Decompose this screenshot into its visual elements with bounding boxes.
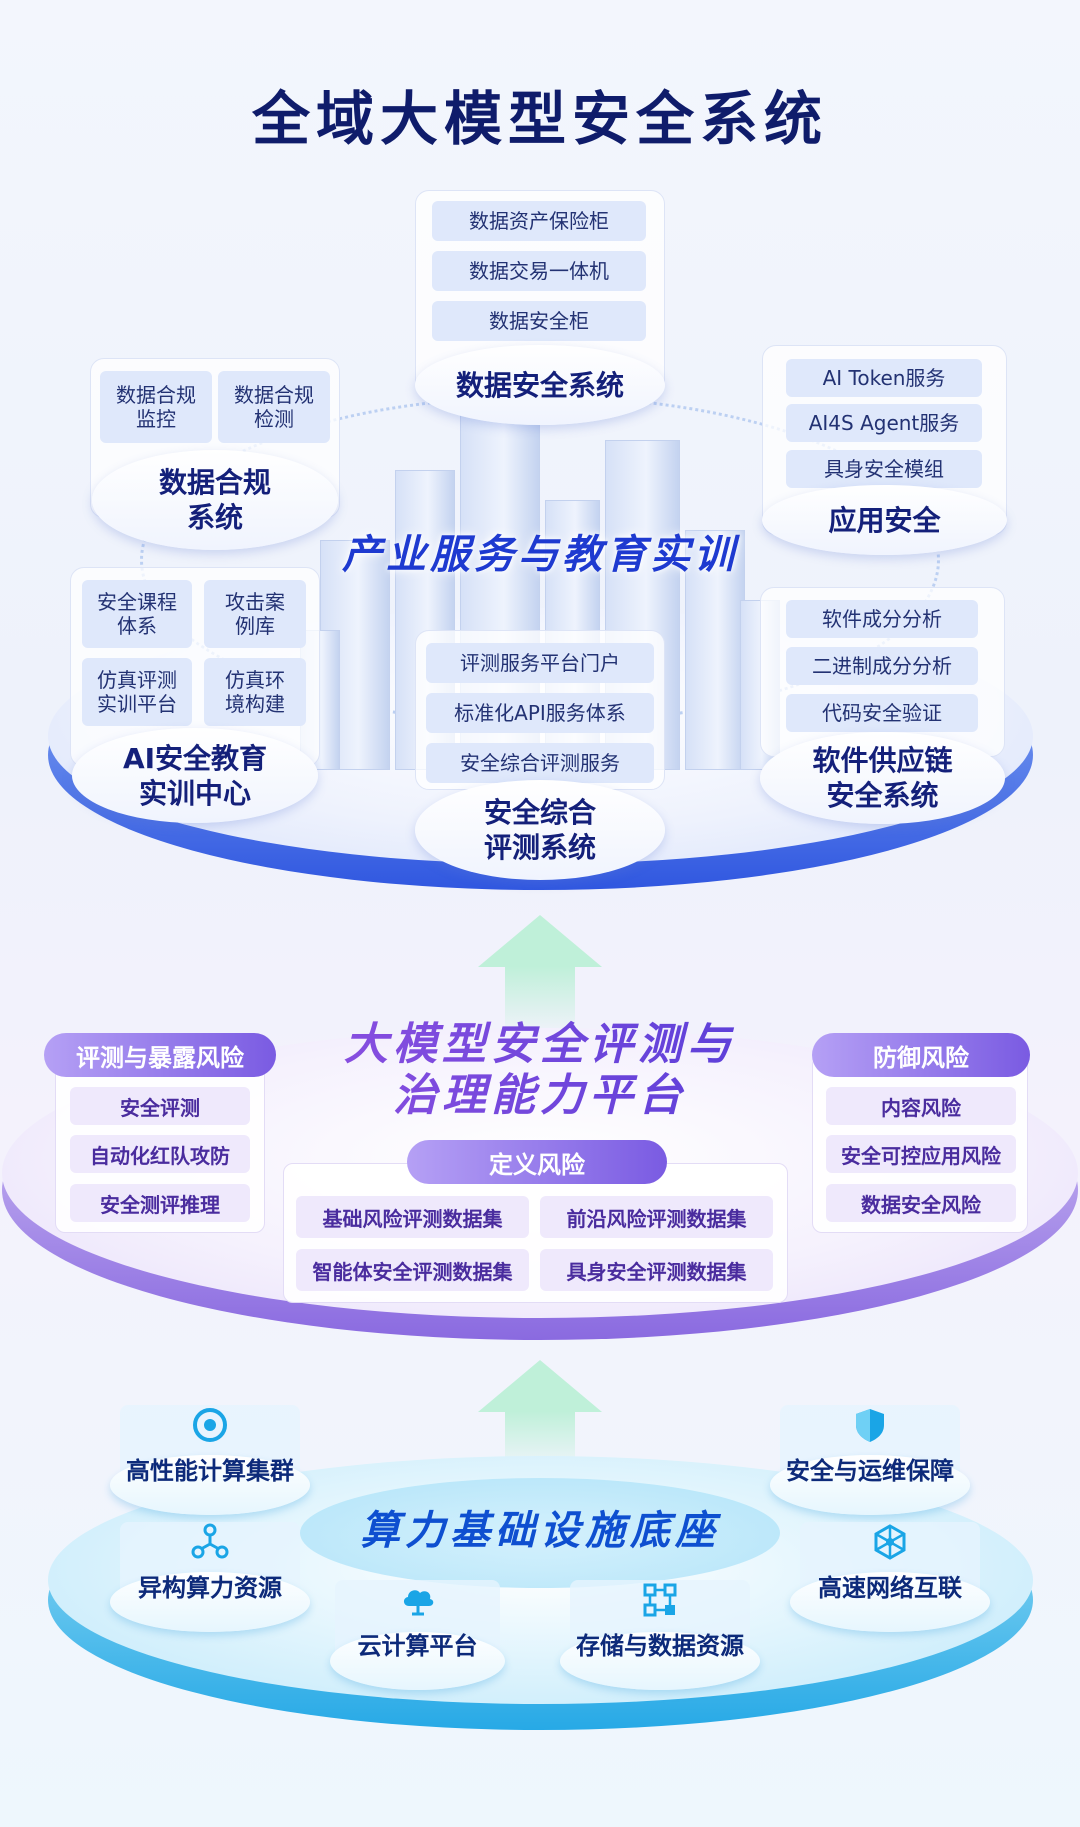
industry-service-label: 产业服务与教育实训 bbox=[342, 532, 738, 578]
data-compliance-item: 数据合规监控 bbox=[100, 371, 212, 443]
app-security-item: AI4S Agent服务 bbox=[786, 404, 982, 442]
exposure-risk-header: 评测与暴露风险 bbox=[44, 1033, 276, 1077]
storage-icon bbox=[643, 1583, 677, 1617]
target-icon bbox=[193, 1408, 227, 1442]
bottom-platform-title: 算力基础设施底座 bbox=[360, 1508, 720, 1554]
supply-chain-label: 软件供应链安全系统 bbox=[760, 732, 1005, 824]
data-security-item: 数据交易一体机 bbox=[432, 251, 646, 291]
supply-chain-item: 二进制成分分析 bbox=[786, 647, 978, 685]
define-risk-item: 具身安全评测数据集 bbox=[540, 1249, 773, 1291]
define-risk-item: 智能体安全评测数据集 bbox=[296, 1249, 529, 1291]
data-security-item: 数据安全柜 bbox=[432, 301, 646, 341]
defense-risk-item: 内容风险 bbox=[826, 1087, 1016, 1125]
node-high-speed-network: 高速网络互联 bbox=[790, 1522, 990, 1632]
exposure-risk-item: 安全评测 bbox=[70, 1087, 250, 1125]
up-arrow-icon bbox=[478, 915, 602, 967]
up-arrow-stem bbox=[505, 966, 575, 1036]
app-security-item: AI Token服务 bbox=[786, 359, 982, 397]
network-icon bbox=[874, 1524, 906, 1560]
eval-system-label: 安全综合评测系统 bbox=[415, 780, 665, 880]
eval-system-item: 标准化API服务体系 bbox=[426, 693, 654, 733]
shield-icon bbox=[856, 1409, 884, 1442]
ai-edu-item: 安全课程体系 bbox=[82, 580, 192, 648]
cloud-icon bbox=[403, 1590, 433, 1616]
node-cloud-platform: 云计算平台 bbox=[330, 1580, 505, 1690]
bottom-platform-core bbox=[300, 1478, 780, 1588]
eval-system-item: 评测服务平台门户 bbox=[426, 643, 654, 683]
data-security-item: 数据资产保险柜 bbox=[432, 201, 646, 241]
exposure-risk-item: 自动化红队攻防 bbox=[70, 1135, 250, 1173]
up-arrow-icon bbox=[478, 1360, 602, 1412]
define-risk-item: 基础风险评测数据集 bbox=[296, 1196, 529, 1238]
ai-edu-item: 攻击案例库 bbox=[204, 580, 306, 648]
supply-chain-item: 软件成分分析 bbox=[786, 600, 978, 638]
app-security-label: 应用安全 bbox=[762, 485, 1007, 555]
ai-edu-item: 仿真评测实训平台 bbox=[82, 658, 192, 726]
node-storage-data: 存储与数据资源 bbox=[560, 1580, 760, 1690]
defense-risk-header: 防御风险 bbox=[812, 1033, 1030, 1077]
cluster-icon bbox=[191, 1523, 229, 1559]
define-risk-header: 定义风险 bbox=[407, 1140, 667, 1184]
exposure-risk-item: 安全测评推理 bbox=[70, 1184, 250, 1222]
ai-edu-item: 仿真环境构建 bbox=[204, 658, 306, 726]
node-heterogeneous-compute: 异构算力资源 bbox=[110, 1522, 310, 1632]
app-security-item: 具身安全模组 bbox=[786, 450, 982, 488]
node-security-ops: 安全与运维保障 bbox=[770, 1405, 970, 1515]
data-compliance-label: 数据合规系统 bbox=[92, 450, 338, 550]
middle-platform-title: 大模型安全评测与 治理能力平台 bbox=[310, 1020, 770, 1121]
data-security-label: 数据安全系统 bbox=[415, 345, 665, 425]
define-risk-item: 前沿风险评测数据集 bbox=[540, 1196, 773, 1238]
supply-chain-item: 代码安全验证 bbox=[786, 694, 978, 732]
defense-risk-item: 安全可控应用风险 bbox=[826, 1135, 1016, 1173]
data-compliance-item: 数据合规检测 bbox=[218, 371, 330, 443]
eval-system-item: 安全综合评测服务 bbox=[426, 743, 654, 783]
ai-edu-label: AI安全教育实训中心 bbox=[72, 728, 318, 823]
node-hpc-cluster: 高性能计算集群 bbox=[110, 1405, 310, 1515]
page-title: 全域大模型安全系统 bbox=[251, 85, 828, 153]
defense-risk-item: 数据安全风险 bbox=[826, 1184, 1016, 1222]
